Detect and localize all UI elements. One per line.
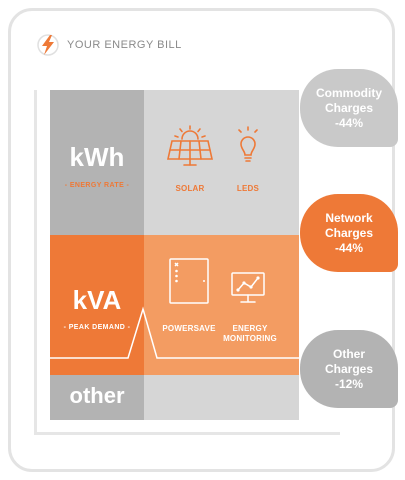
kva-savings-cell: POWERSAVE ENERGY MONITORING [144,235,299,375]
energy-monitoring-label: ENERGY MONITORING [220,324,280,344]
commodity-line1: Commodity [316,85,382,100]
peak-demand-line [50,306,299,359]
other-line1: Other [332,346,365,361]
bill-header: YOUR ENERGY BILL [37,34,182,56]
powersave-device-icon [169,258,209,304]
other-line3: -12% [334,376,363,391]
solar-panel-icon [167,125,213,166]
commodity-line3: -44% [334,115,363,130]
network-line3: -44% [334,240,363,255]
network-line1: Network [325,210,373,225]
other-title: other [69,383,125,408]
other-line2: Charges [324,361,374,376]
leds-label: LEDS [236,184,260,193]
lightning-bolt-icon [37,34,59,56]
kwh-subtitle: - ENERGY RATE - [64,182,130,189]
network-charges-bubble: Network Charges -44% [300,194,398,272]
monitor-graph-icon [231,272,265,303]
kva-cell: kVA - PEAK DEMAND - [50,235,144,375]
energy-monitoring-label-line1: ENERGY [232,324,268,333]
solar-label: SOLAR [175,184,205,193]
energy-monitoring-label-line2: MONITORING [223,334,277,343]
kwh-savings-cell: SOLAR LEDS [144,90,299,235]
bill-axis [34,90,340,435]
bill-title: YOUR ENERGY BILL [67,39,182,51]
other-savings-cell [144,375,299,420]
powersave-label: POWERSAVE [162,324,216,333]
light-bulb-icon [238,126,258,162]
kva-subtitle: - PEAK DEMAND - [63,324,131,331]
other-charges-bubble: Other Charges -12% [300,330,398,408]
kwh-title: kWh [69,142,125,172]
other-cell: other [50,375,144,420]
commodity-line2: Charges [324,100,374,115]
commodity-charges-bubble: Commodity Charges -44% [300,69,398,147]
network-line2: Charges [324,225,374,240]
kwh-cell: kWh - ENERGY RATE - [50,90,144,235]
kva-title: kVA [72,285,122,315]
